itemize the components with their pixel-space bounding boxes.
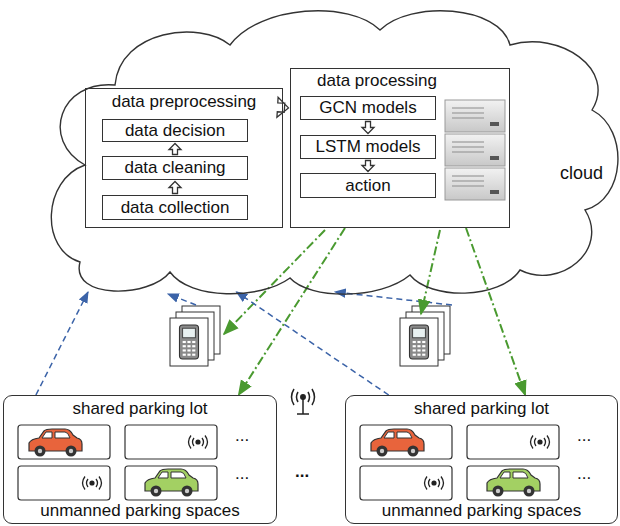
phone-card bbox=[170, 318, 208, 366]
parking-lot: shared parking lot unmanned parking space… bbox=[345, 395, 618, 524]
process-box: GCN models bbox=[300, 96, 436, 120]
process-label: LSTM models bbox=[316, 137, 421, 157]
downlink-line bbox=[421, 230, 440, 314]
ellipsis-label: ... bbox=[235, 464, 249, 484]
ellipsis-label: ... bbox=[235, 426, 249, 446]
phone-stack bbox=[400, 306, 450, 366]
downlink-arrow bbox=[239, 228, 345, 395]
server-unit bbox=[445, 168, 505, 200]
module-box: data processingGCN modelsLSTM models acti… bbox=[290, 68, 510, 228]
ellipsis-label: ... bbox=[295, 462, 309, 482]
process-box: data collection bbox=[102, 195, 248, 220]
cloud-region: clouddata preprocessingdata decisiondata… bbox=[40, 0, 618, 292]
sensor-signal bbox=[425, 477, 444, 490]
server-stack bbox=[445, 100, 505, 200]
red-car bbox=[29, 429, 82, 457]
server-lights bbox=[490, 122, 499, 194]
uplink-arrow bbox=[237, 292, 389, 395]
lot-caption: unmanned parking spaces bbox=[40, 501, 239, 521]
lot-title: shared parking lot bbox=[414, 399, 549, 419]
phone-icon bbox=[179, 325, 198, 359]
flow-arrow bbox=[169, 182, 181, 194]
module-box: data preprocessing data decision data clea… bbox=[85, 88, 283, 228]
process-label: data collection bbox=[121, 198, 230, 218]
ellipsis-label: ... bbox=[577, 426, 591, 446]
process-label: action bbox=[345, 176, 390, 196]
process-label: GCN models bbox=[319, 98, 416, 118]
module-title: data preprocessing bbox=[86, 92, 282, 112]
process-label: data cleaning bbox=[124, 158, 225, 178]
ellipsis-label: ... bbox=[577, 464, 591, 484]
parking-slots bbox=[18, 425, 559, 500]
sensor-signal bbox=[83, 477, 102, 490]
flow-arrow bbox=[169, 144, 181, 155]
green-car bbox=[145, 469, 198, 497]
phone-card bbox=[400, 318, 438, 366]
antenna-symbol bbox=[292, 389, 315, 414]
phone-stack bbox=[170, 306, 220, 366]
sensor-signal bbox=[189, 436, 208, 449]
process-box: data decision bbox=[102, 119, 248, 142]
server-vents bbox=[452, 108, 484, 186]
process-box: LSTM models bbox=[300, 135, 436, 159]
process-label: data decision bbox=[125, 121, 225, 141]
process-box: action bbox=[300, 173, 436, 198]
downlink-arrow bbox=[466, 228, 525, 395]
server-unit bbox=[445, 134, 505, 166]
module-title: data processing bbox=[317, 71, 509, 91]
cloud-label: cloud bbox=[560, 163, 603, 183]
server-unit bbox=[445, 100, 505, 132]
parking-lot: shared parking lot unmanned parking space… bbox=[3, 395, 277, 524]
lot-caption: unmanned parking spaces bbox=[382, 501, 581, 521]
cloud-outline bbox=[51, 11, 618, 294]
flow-arrow bbox=[362, 122, 374, 134]
phone-icon bbox=[409, 325, 428, 359]
flow-arrow bbox=[362, 161, 374, 172]
lot-title: shared parking lot bbox=[72, 399, 207, 419]
sensor-signal bbox=[531, 436, 550, 449]
process-box: data cleaning bbox=[102, 156, 248, 180]
uplink-line bbox=[168, 294, 196, 305]
uplink-arrow bbox=[36, 292, 88, 395]
red-car bbox=[371, 429, 424, 457]
green-car bbox=[487, 469, 540, 497]
